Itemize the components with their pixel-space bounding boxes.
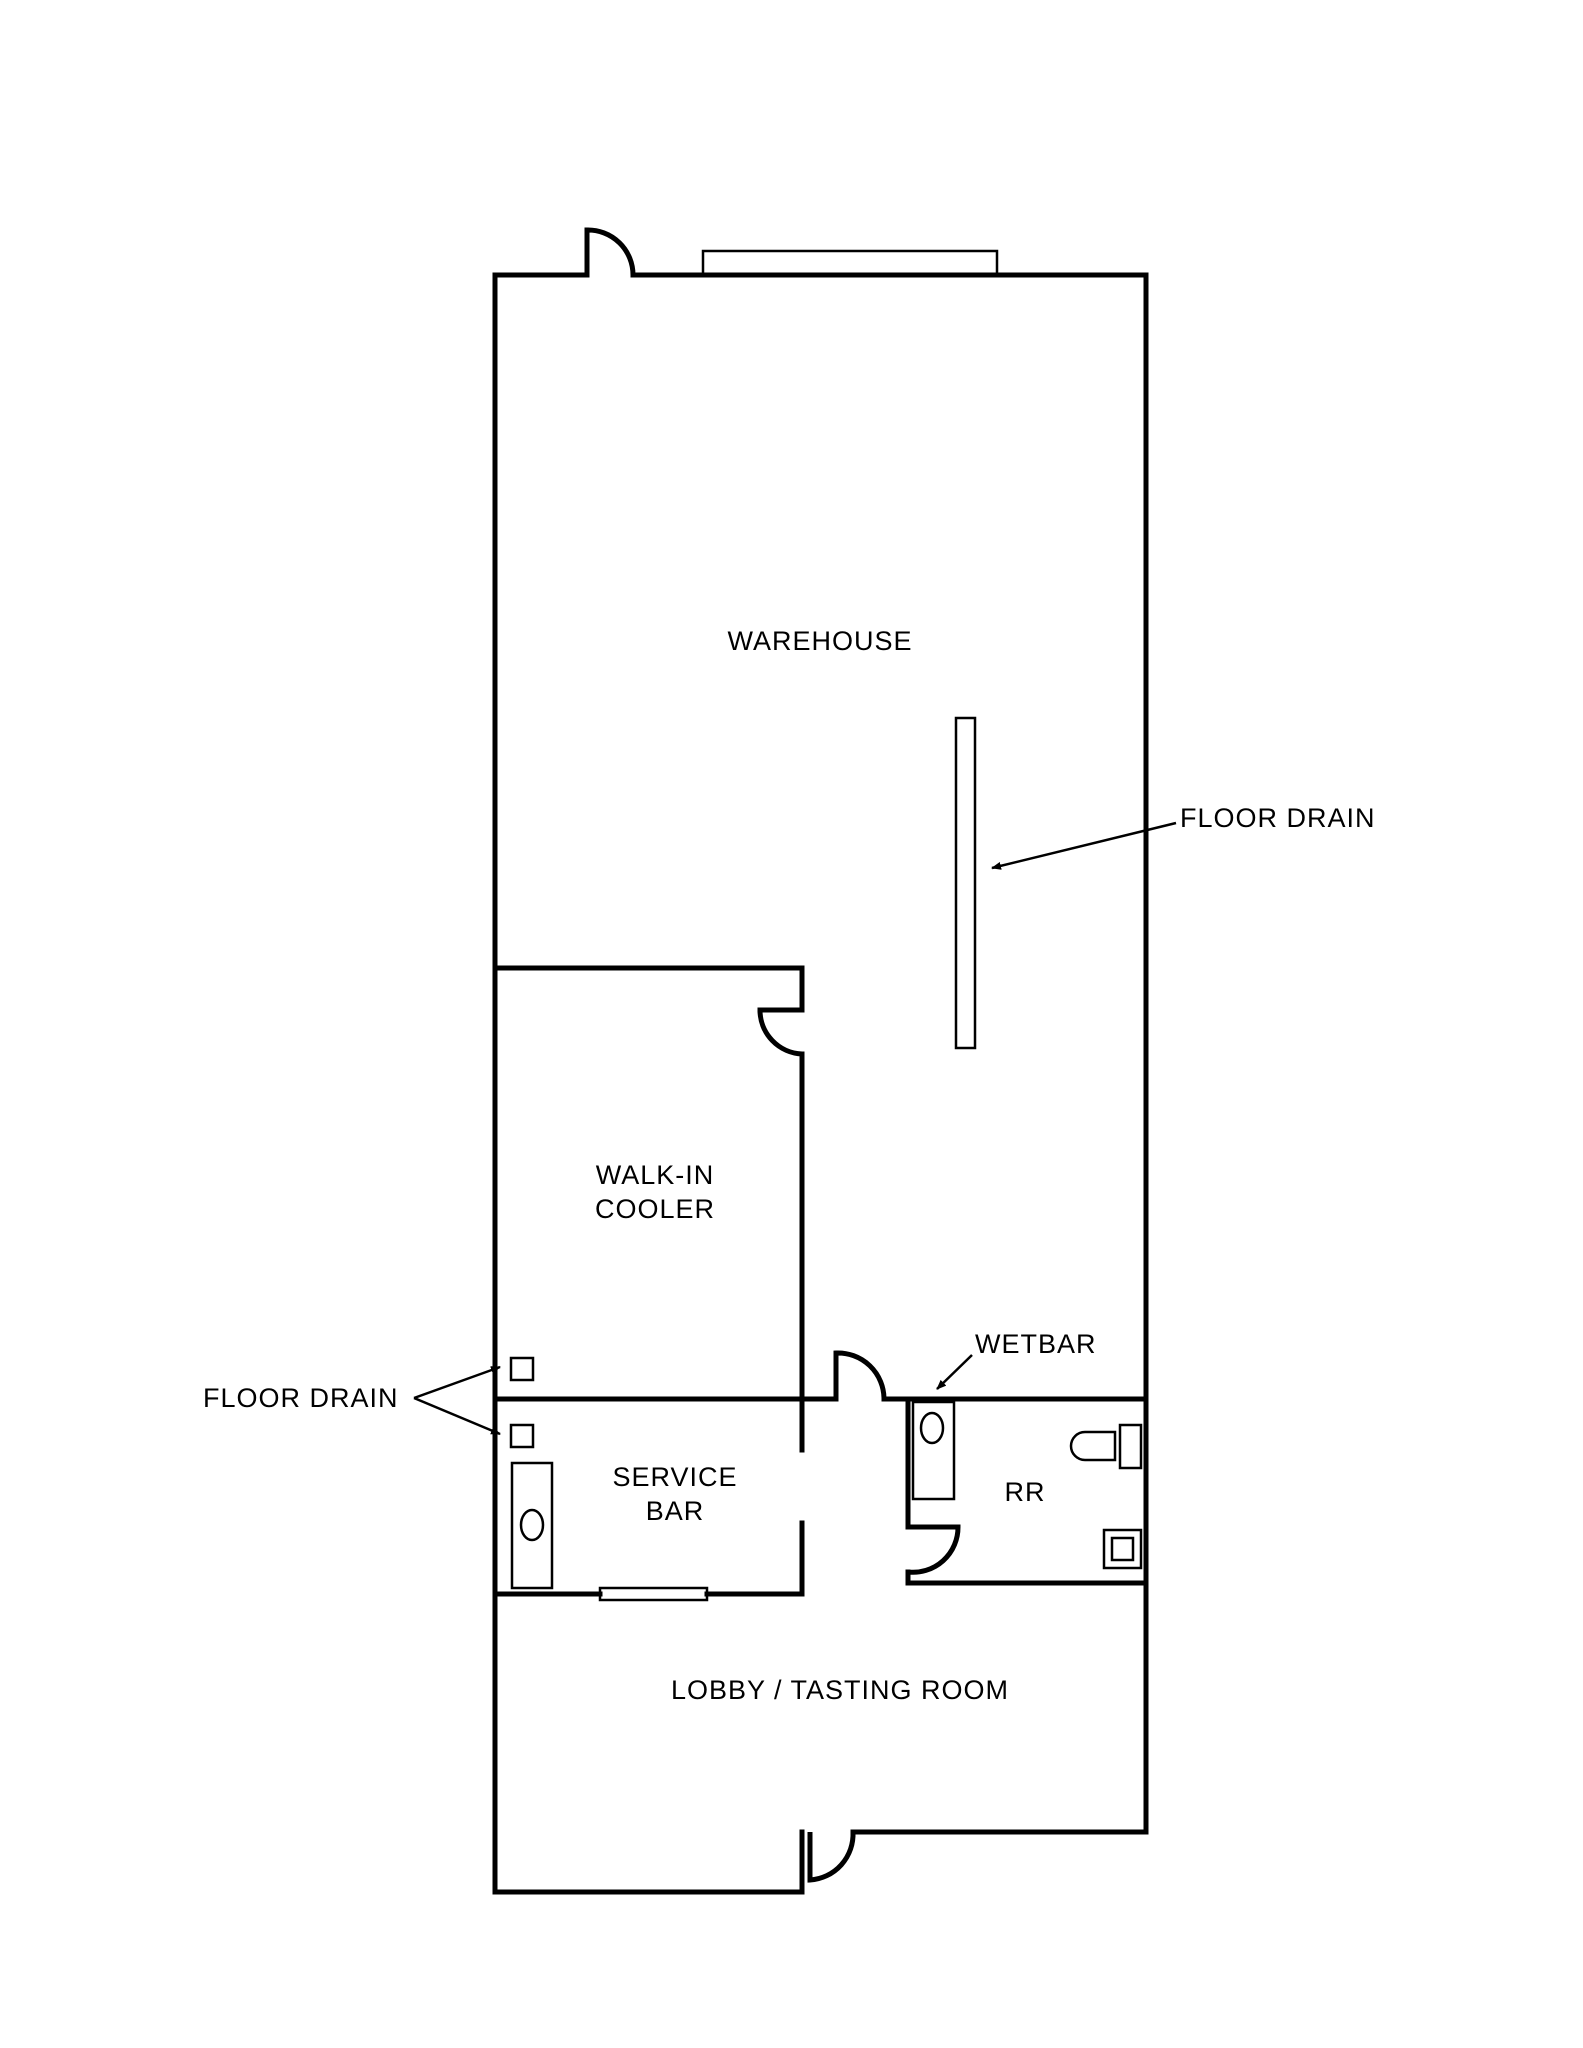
toilet-bowl	[1069, 1430, 1117, 1462]
lavatory-outer	[1102, 1528, 1143, 1570]
room-label-service-bar-line1: SERVICE	[612, 1462, 738, 1492]
wetbar-counter	[911, 1400, 956, 1501]
floor-drain-trench	[954, 716, 977, 1050]
room-label-restroom: RR	[1004, 1477, 1046, 1507]
warehouse-rear-door	[584, 227, 636, 276]
corridor-door	[833, 1350, 887, 1400]
room-label-service-bar-line2: BAR	[645, 1496, 705, 1526]
restroom-left-wall-lower	[905, 1569, 1149, 1586]
cooler-wall	[492, 965, 805, 1013]
room-label-lobby: LOBBY / TASTING ROOM	[670, 1675, 1010, 1705]
room-label-walk-in-cooler-line1: WALK-IN	[595, 1160, 715, 1190]
restroom-door	[907, 1524, 961, 1575]
service-bar-window	[598, 1586, 709, 1602]
lavatory-inner	[1110, 1536, 1135, 1562]
floor-drain-leader-lower	[413, 1396, 501, 1436]
toilet-tank	[1118, 1423, 1143, 1470]
annotation-floor-drain-left: FLOOR DRAIN	[203, 1383, 399, 1413]
exterior-wall-top	[630, 272, 1149, 1835]
floor-drain-square-upper	[509, 1356, 535, 1382]
annotation-floor-drain-warehouse: FLOOR DRAIN	[1180, 803, 1376, 833]
overhead-door	[701, 249, 999, 277]
room-label-warehouse: WAREHOUSE	[727, 626, 913, 656]
service-bar-sink	[519, 1508, 545, 1542]
room-label-walk-in-cooler: WALK-IN COOLER	[570, 1158, 740, 1226]
wetbar-sink	[919, 1411, 945, 1445]
floor-drain-square-lower	[509, 1423, 535, 1449]
lobby-front-door	[807, 1831, 856, 1883]
floor-drain-leader-upper	[413, 1365, 501, 1400]
annotation-wetbar: WETBAR	[975, 1329, 1097, 1359]
room-label-walk-in-cooler-line2: COOLER	[594, 1194, 716, 1224]
wetbar-leader-arrow	[936, 1354, 973, 1390]
floor-drain-leader-arrow	[991, 821, 1177, 870]
cooler-door	[757, 1009, 803, 1057]
room-label-service-bar: SERVICE BAR	[590, 1460, 760, 1528]
service-bar-counter	[510, 1461, 554, 1590]
exterior-wall	[492, 272, 805, 1895]
